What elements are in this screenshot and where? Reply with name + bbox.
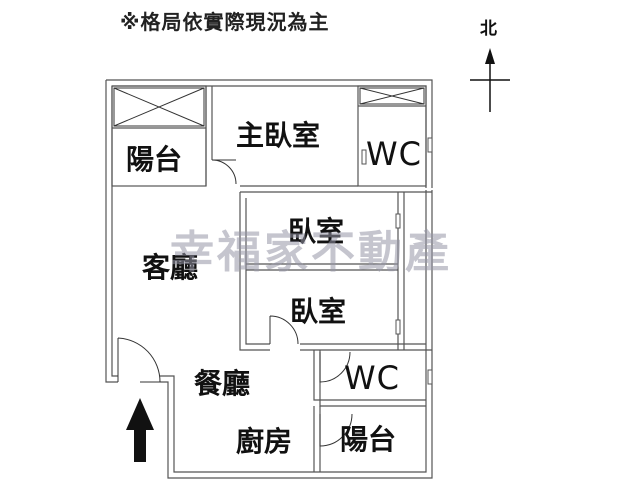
room-label-bedroom-2: 臥室 xyxy=(290,295,347,328)
balcony-hatch xyxy=(113,87,425,127)
north-label: 北 xyxy=(480,19,497,39)
window-marks xyxy=(361,137,433,385)
layout-disclaimer: ※格局依實際現況為主 xyxy=(120,10,330,34)
room-label-wc-south: WC xyxy=(344,359,400,397)
outer-walls xyxy=(105,79,433,479)
room-label-dining-room: 餐廳 xyxy=(194,367,251,400)
door-swings xyxy=(117,159,353,447)
room-label-balcony-nw: 陽台 xyxy=(126,143,183,176)
room-label-balcony-se: 陽台 xyxy=(340,423,397,456)
interior-walls xyxy=(111,85,432,472)
north-arrow-icon xyxy=(470,48,510,112)
room-label-living-room: 客廳 xyxy=(142,251,199,284)
room-label-kitchen: 廚房 xyxy=(236,425,293,458)
agency-watermark: 幸福家不動產 xyxy=(170,227,452,278)
entrance-arrow-icon xyxy=(126,398,154,462)
room-label-wc-north: WC xyxy=(366,135,422,173)
room-label-master-bedroom: 主臥室 xyxy=(236,119,321,152)
room-label-bedroom-1: 臥室 xyxy=(288,215,345,248)
